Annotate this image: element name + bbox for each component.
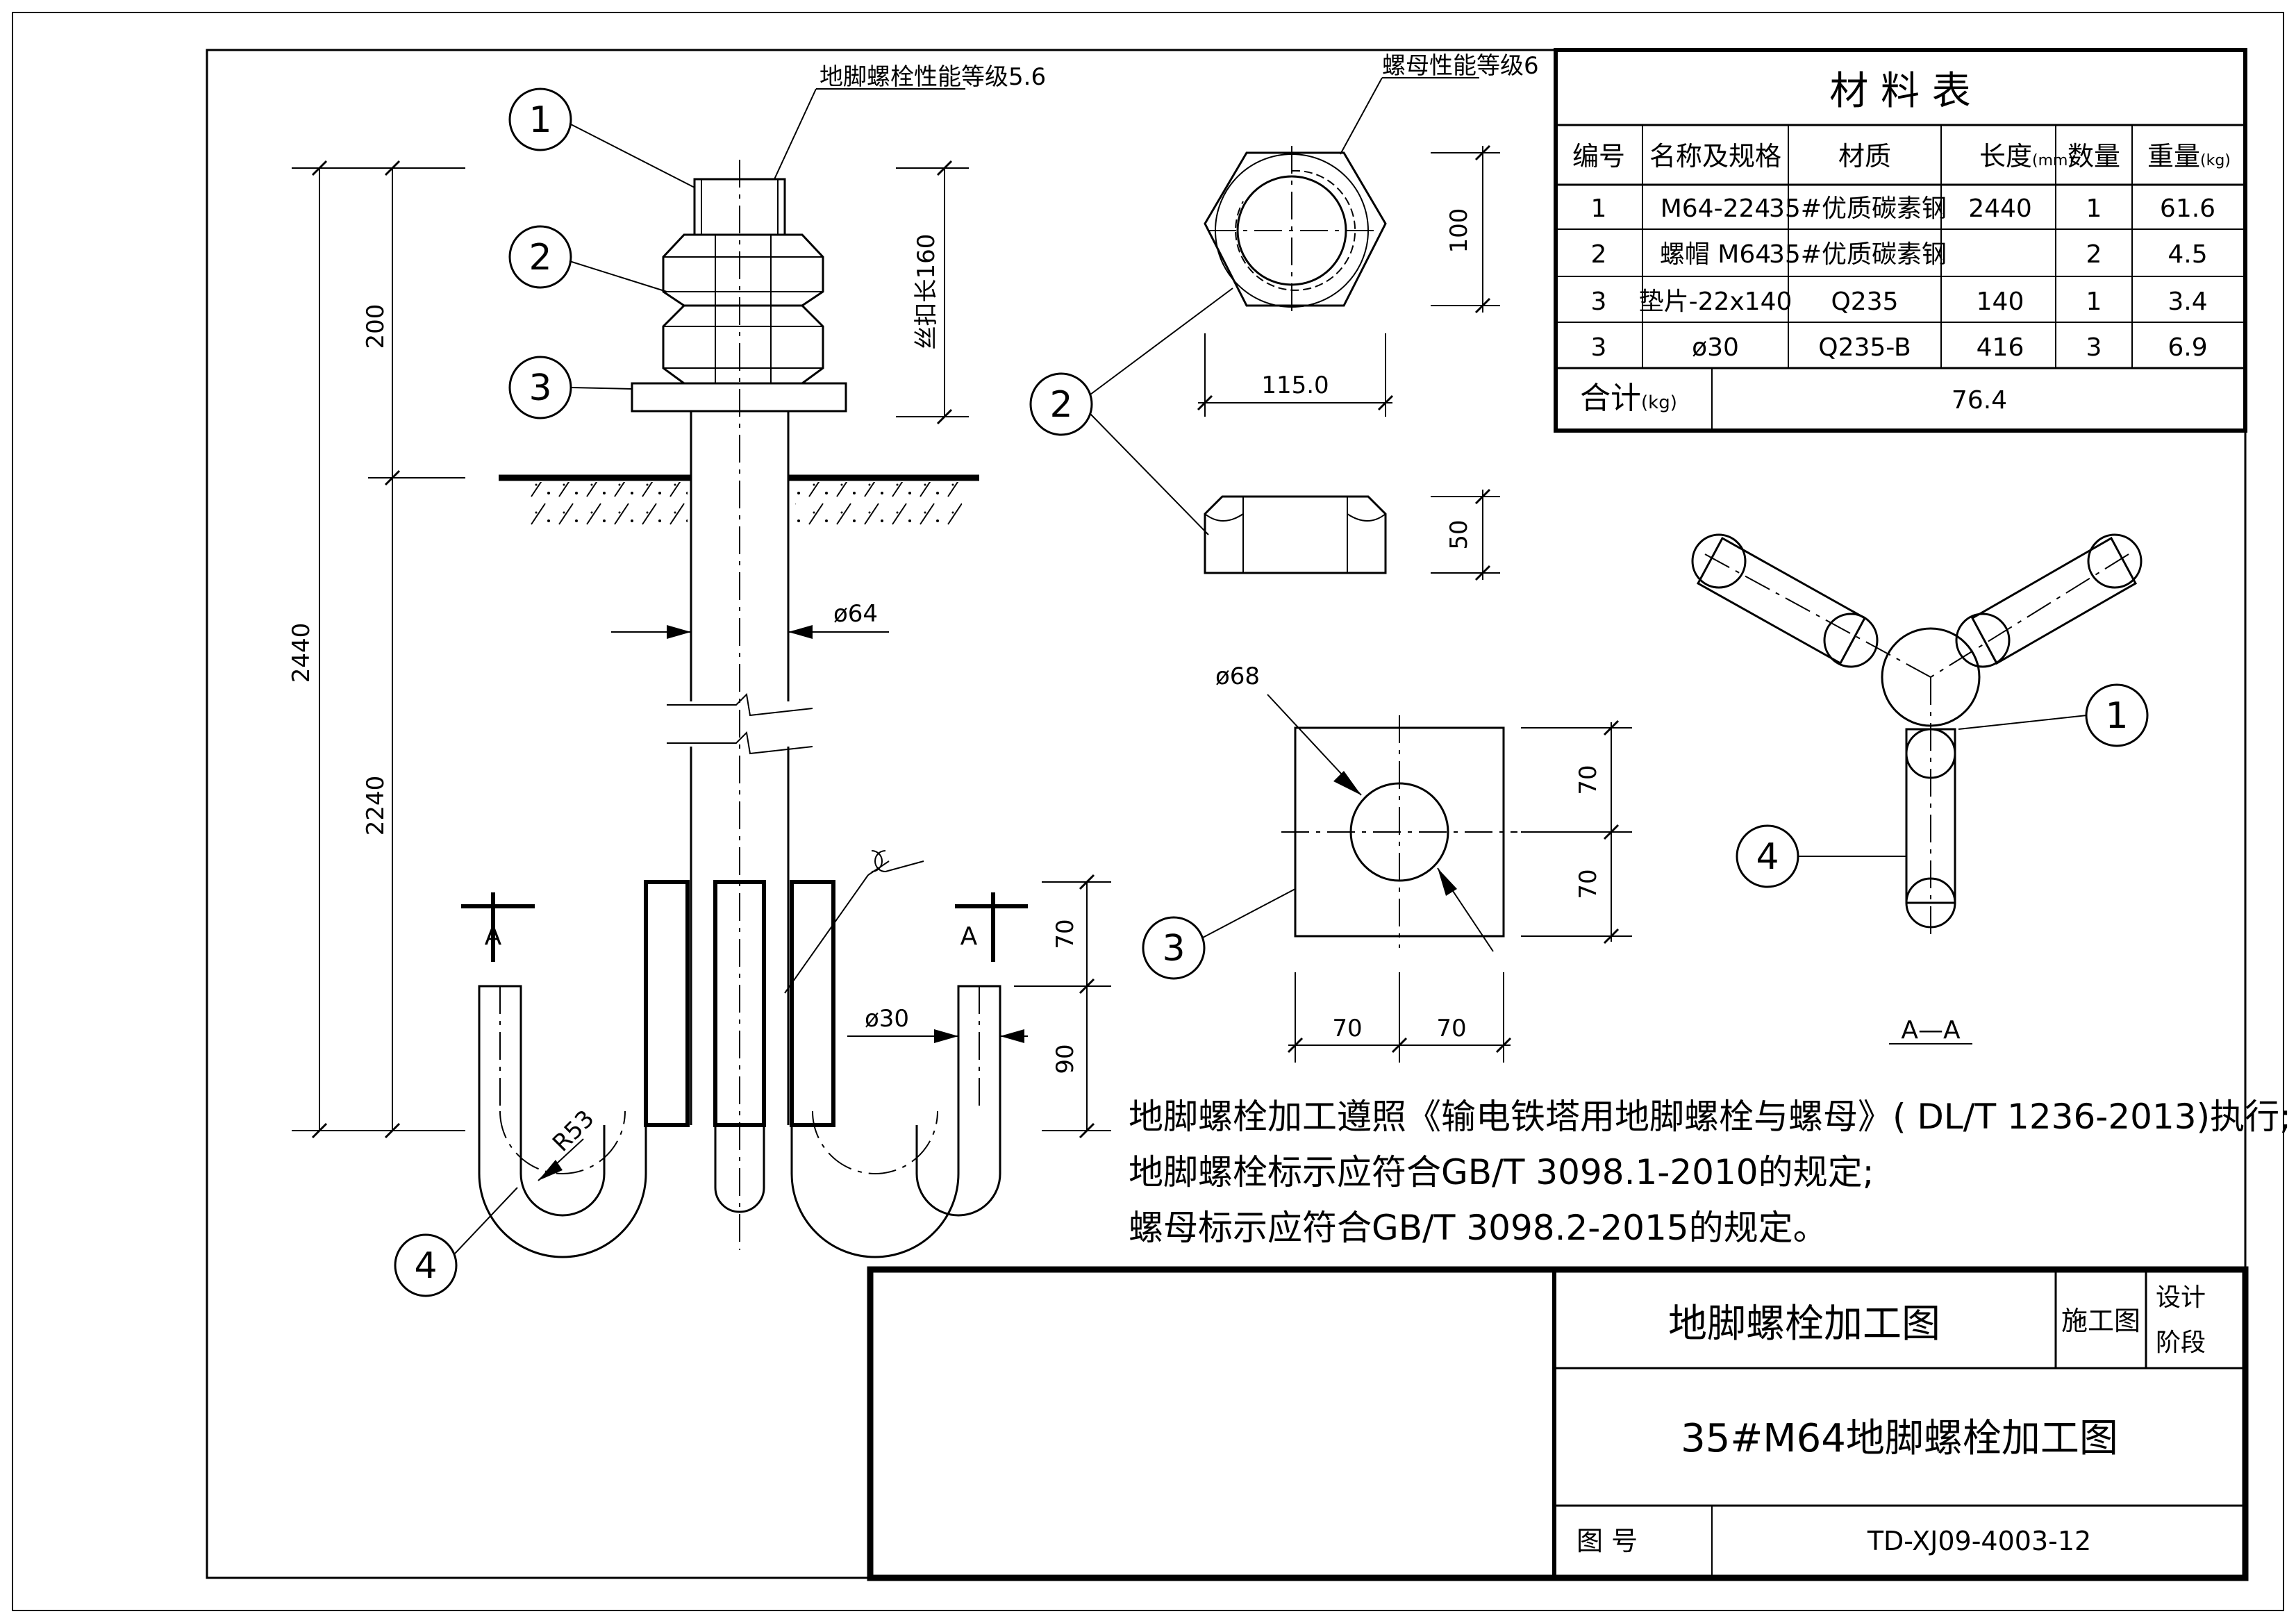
drawing-name: 地脚螺栓加工图 xyxy=(1668,1301,1940,1347)
total-label: 合计(kg) xyxy=(1580,381,1677,416)
svg-text:2: 2 xyxy=(2086,240,2102,269)
washer-plan-view: ø68 70 70 70 70 xyxy=(1215,663,1632,1063)
part-2-nut-label: 2 xyxy=(1049,384,1072,426)
part-callout-washer: 3 xyxy=(1142,888,1296,980)
shank-diameter-dim: ø64 xyxy=(611,600,889,639)
part-4-label: 4 xyxy=(414,1245,437,1287)
part-callout-nut: 2 xyxy=(1029,288,1233,535)
svg-text:垫片-22x140: 垫片-22x140 xyxy=(1639,288,1792,316)
part-callouts-left: 1 2 3 4 xyxy=(394,88,695,1297)
sheet-drawing-frame xyxy=(206,49,2247,1579)
svg-text:1: 1 xyxy=(1591,194,1607,223)
radius-dim: R53 xyxy=(538,1105,600,1181)
header-no: 编号 xyxy=(1572,141,1625,172)
hook-vertical-dims: 70 90 xyxy=(1014,874,1111,1139)
anchor-bolt-elevation xyxy=(478,160,1001,1258)
svg-text:2440: 2440 xyxy=(1968,194,2032,223)
section-part-1-label: 1 xyxy=(2105,695,2128,737)
section-cut-markers: A A xyxy=(461,892,1028,962)
thread-length-label: 丝扣长160 xyxy=(913,234,940,350)
svg-text:35#优质碳素钢: 35#优质碳素钢 xyxy=(1769,194,1947,223)
grade-callouts: 地脚螺栓性能等级5.6 螺母性能等级6 xyxy=(774,52,1539,180)
svg-text:Q235-B: Q235-B xyxy=(1818,333,1911,362)
part-1-label: 1 xyxy=(529,99,551,141)
svg-text:1: 1 xyxy=(2086,288,2102,316)
drawing-number-label: 图 号 xyxy=(1577,1526,1638,1556)
dim-d64: ø64 xyxy=(833,600,878,628)
dim-2240: 2240 xyxy=(362,776,390,836)
dim-hook-70: 70 xyxy=(1051,919,1079,949)
table-row: 2 螺帽 M64 35#优质碳素钢 2 4.5 xyxy=(1591,240,2208,269)
section-title: A—A xyxy=(1901,1016,1961,1044)
stage-label-2: 阶段 xyxy=(2156,1329,2206,1357)
section-part-4-label: 4 xyxy=(1756,836,1779,878)
header-weight: 重量(kg) xyxy=(2147,141,2231,172)
part-2-label: 2 xyxy=(529,237,551,278)
svg-text:3: 3 xyxy=(2086,333,2102,362)
section-mark-right: A xyxy=(960,922,978,951)
full-title: 35#M64地脚螺栓加工图 xyxy=(1681,1416,2118,1461)
part-3-label: 3 xyxy=(529,367,551,409)
nut-grade-label: 螺母性能等级6 xyxy=(1382,52,1539,80)
header-material: 材质 xyxy=(1838,141,1891,172)
dim-d68: ø68 xyxy=(1215,663,1260,690)
note-line-1: 地脚螺栓加工遵照《输电铁塔用地脚螺栓与螺母》( DL/T 1236-2013)执… xyxy=(1129,1097,2291,1137)
svg-text:6.9: 6.9 xyxy=(2168,333,2207,362)
header-name: 名称及规格 xyxy=(1649,141,1781,172)
header-length: 长度(mm) xyxy=(1979,141,2074,172)
svg-text:螺帽 M64: 螺帽 M64 xyxy=(1660,240,1771,269)
dim-nut-100: 100 xyxy=(1445,208,1473,253)
table-row: 1 M64-224 35#优质碳素钢 2440 1 61.6 xyxy=(1591,194,2216,223)
svg-text:416: 416 xyxy=(1977,333,2024,362)
svg-text:140: 140 xyxy=(1977,288,2024,316)
svg-text:ø30: ø30 xyxy=(1692,333,1739,362)
materials-table: 材 料 表 编号 名称及规格 材质 长度(mm) 数量 重量(kg) 1 M64… xyxy=(1554,48,2247,433)
dim-washer-70-right: 70 xyxy=(1436,1015,1466,1042)
dim-washer-70-left: 70 xyxy=(1332,1015,1362,1042)
dim-nut-50: 50 xyxy=(1445,519,1473,549)
svg-text:3.4: 3.4 xyxy=(2168,288,2207,316)
thread-length-dim: 丝扣长160 xyxy=(896,160,969,425)
svg-text:35#优质碳素钢: 35#优质碳素钢 xyxy=(1769,240,1947,269)
section-mark-left: A xyxy=(485,922,502,951)
anchor-grade-label: 地脚螺栓性能等级5.6 xyxy=(820,63,1046,91)
dim-d30: ø30 xyxy=(865,1005,909,1033)
part-3-washer-label: 3 xyxy=(1162,928,1185,969)
svg-text:4.5: 4.5 xyxy=(2168,240,2207,269)
nut-top-view: 100 115.0 xyxy=(1197,144,1500,417)
dim-r53: R53 xyxy=(547,1105,600,1158)
dim-washer-70-bottom: 70 xyxy=(1574,869,1602,899)
dim-2440: 2440 xyxy=(288,623,315,683)
total-value: 76.4 xyxy=(1952,386,2007,415)
stage-label-1: 设计 xyxy=(2156,1283,2206,1312)
stage-value: 施工图 xyxy=(2061,1306,2140,1336)
svg-text:61.6: 61.6 xyxy=(2160,194,2215,223)
svg-text:1: 1 xyxy=(2086,194,2102,223)
notes: 地脚螺栓加工遵照《输电铁塔用地脚螺栓与螺母》( DL/T 1236-2013)执… xyxy=(1129,1097,2291,1248)
note-line-3: 螺母标示应符合GB/T 3098.2-2015的规定。 xyxy=(1129,1208,1828,1248)
header-qty: 数量 xyxy=(2068,141,2120,172)
dim-200: 200 xyxy=(362,304,390,349)
svg-text:2: 2 xyxy=(1591,240,1607,269)
svg-text:3: 3 xyxy=(1591,333,1607,362)
svg-text:M64-224: M64-224 xyxy=(1661,194,1771,223)
drawing-number-value: TD-XJ09-4003-12 xyxy=(1867,1526,2091,1556)
sheet-outer-border xyxy=(12,12,2284,1611)
dim-washer-70-top: 70 xyxy=(1574,765,1602,794)
section-a-a-view: 1 4 A—A xyxy=(1691,533,2149,1044)
svg-text:3: 3 xyxy=(1591,288,1607,316)
title-block: 地脚螺栓加工图 施工图 设计 阶段 35#M64地脚螺栓加工图 图 号 TD-X… xyxy=(867,1266,2249,1581)
dim-nut-115: 115.0 xyxy=(1261,372,1329,399)
table-row: 3 ø30 Q235-B 416 3 6.9 xyxy=(1591,333,2208,362)
svg-text:Q235: Q235 xyxy=(1831,288,1898,316)
hook-diameter-dim: ø30 xyxy=(847,1005,1028,1043)
dim-hook-90: 90 xyxy=(1051,1044,1079,1074)
table-row: 3 垫片-22x140 Q235 140 1 3.4 xyxy=(1591,288,2208,316)
left-dimensions: 200 2440 2240 xyxy=(288,160,465,1139)
note-line-2: 地脚螺栓标示应符合GB/T 3098.1-2010的规定; xyxy=(1129,1152,1874,1192)
materials-title: 材 料 表 xyxy=(1829,69,1971,114)
nut-side-view: 50 xyxy=(1204,488,1500,581)
